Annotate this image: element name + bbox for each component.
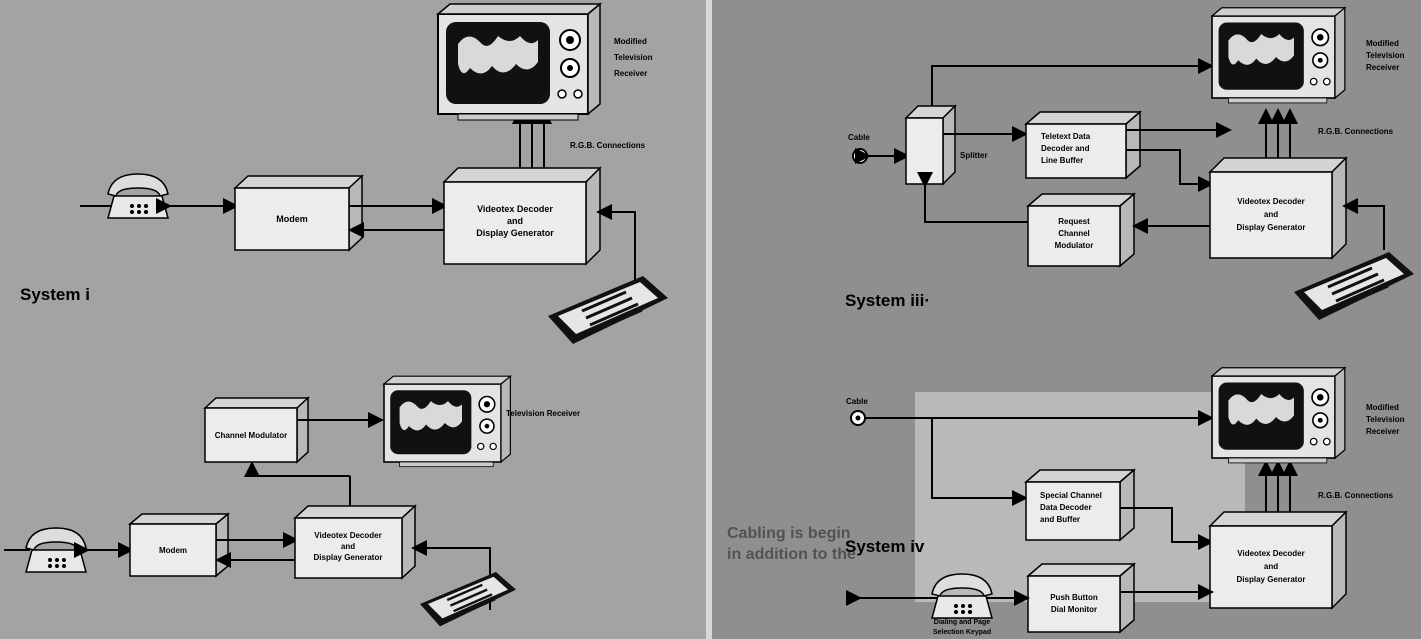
decoder-label-line: Videotex Decoder	[1237, 549, 1304, 558]
system-i-caption: System i	[20, 285, 90, 304]
rgb-connections-label: R.G.B. Connections	[1318, 491, 1394, 500]
rgb-connections-label: R.G.B. Connections	[1318, 127, 1394, 136]
teletext-label-line: Teletext Data	[1041, 132, 1091, 141]
keypad-icon	[546, 274, 670, 346]
keypad-label-line: Selection Keypad	[933, 629, 991, 636]
tv-label: Television Receiver	[506, 409, 580, 418]
telephone-icon	[931, 573, 993, 619]
decoder-box: Videotex Decoder and Display Generator	[442, 166, 602, 266]
tv-label-line: Receiver	[1366, 63, 1399, 72]
special-channel-decoder-box: Special Channel Data Decoder and Buffer	[1023, 468, 1137, 542]
modem-label: Modem	[159, 546, 187, 555]
splitter-label: Splitter	[960, 151, 988, 160]
keypad-label-line: Dialing and Page	[934, 619, 991, 626]
decoder-label-line: Videotex Decoder	[1237, 197, 1304, 206]
teletext-label-line: Decoder and	[1041, 144, 1090, 153]
telephone-icon	[25, 527, 87, 573]
system-i: Modem Videotex Decoder and Display Gener…	[20, 3, 670, 346]
television-icon	[1211, 6, 1346, 104]
special-label-line: and Buffer	[1040, 515, 1080, 524]
system-ii: Modem Videotex Decoder and Display Gener…	[4, 375, 580, 628]
background-text-line: Cabling is begin	[727, 525, 851, 542]
decoder-box: Videotex Decoder and Display Generator	[1208, 510, 1348, 610]
request-label-line: Request	[1058, 217, 1090, 226]
modem-box: Modem	[233, 174, 364, 252]
background-text-line: in addition to the	[727, 546, 856, 563]
decoder-label-line: Display Generator	[476, 228, 554, 238]
decoder-label-line: and	[1264, 562, 1278, 571]
tv-label-line: Television	[1366, 415, 1405, 424]
request-label-line: Modulator	[1055, 241, 1094, 250]
push-button-dial-monitor-box: Push Button Dial Monitor	[1025, 562, 1137, 634]
tv-label-line: Television	[614, 53, 653, 62]
decoder-label-line: Videotex Decoder	[477, 204, 553, 214]
teletext-label-line: Line Buffer	[1041, 156, 1083, 165]
telephone-icon	[107, 173, 169, 219]
tv-label-line: Receiver	[614, 69, 647, 78]
tv-label-line: Receiver	[1366, 427, 1399, 436]
system-iv: Cable Special Channel Data Decoder and B…	[845, 366, 1405, 636]
page-seam	[706, 0, 712, 639]
keypad-icon	[1292, 250, 1416, 322]
channel-modulator-box: Channel Modulator	[203, 396, 310, 464]
decoder-label-line: Display Generator	[1237, 223, 1306, 232]
tv-label-line: Modified	[1366, 39, 1399, 48]
pushbutton-label-line: Dial Monitor	[1051, 605, 1097, 614]
decoder-label-line: and	[507, 216, 523, 226]
pushbutton-label-line: Push Button	[1050, 593, 1098, 602]
television-icon	[383, 375, 512, 468]
decoder-label-line: Display Generator	[314, 553, 383, 562]
decoder-box: Videotex Decoder and Display Generator	[293, 504, 417, 580]
channel-modulator-label: Channel Modulator	[215, 431, 287, 440]
cable-label: Cable	[846, 397, 868, 406]
decoder-label-line: Videotex Decoder	[314, 531, 381, 540]
tv-label-line: Television	[1366, 51, 1405, 60]
decoder-label-line: and	[341, 542, 355, 551]
special-label-line: Special Channel	[1040, 491, 1102, 500]
splitter-box: Splitter	[904, 104, 988, 186]
system-iv-caption: System iv	[845, 537, 925, 556]
cable-label: Cable	[848, 133, 870, 142]
tv-label-line: Modified	[614, 37, 647, 46]
tv-label-line: Modified	[1366, 403, 1399, 412]
modem-label: Modem	[276, 214, 308, 224]
special-label-line: Data Decoder	[1040, 503, 1092, 512]
television-icon	[1211, 366, 1346, 464]
request-modulator-box: Request Channel Modulator	[1025, 192, 1137, 268]
teletext-decoder-box: Teletext Data Decoder and Line Buffer	[1023, 110, 1143, 180]
rgb-connections-label: R.G.B. Connections	[570, 141, 646, 150]
decoder-label-line: and	[1264, 210, 1278, 219]
keypad-icon	[418, 570, 518, 628]
television-icon	[437, 3, 601, 121]
system-iii: Cable Splitter Teletext Data Decoder and…	[845, 6, 1416, 322]
system-iii-caption: System iii·	[845, 291, 930, 310]
request-label-line: Channel	[1058, 229, 1090, 238]
decoder-label-line: Display Generator	[1237, 575, 1306, 584]
decoder-box: Videotex Decoder and Display Generator	[1208, 156, 1348, 260]
modem-box: Modem	[127, 512, 231, 578]
